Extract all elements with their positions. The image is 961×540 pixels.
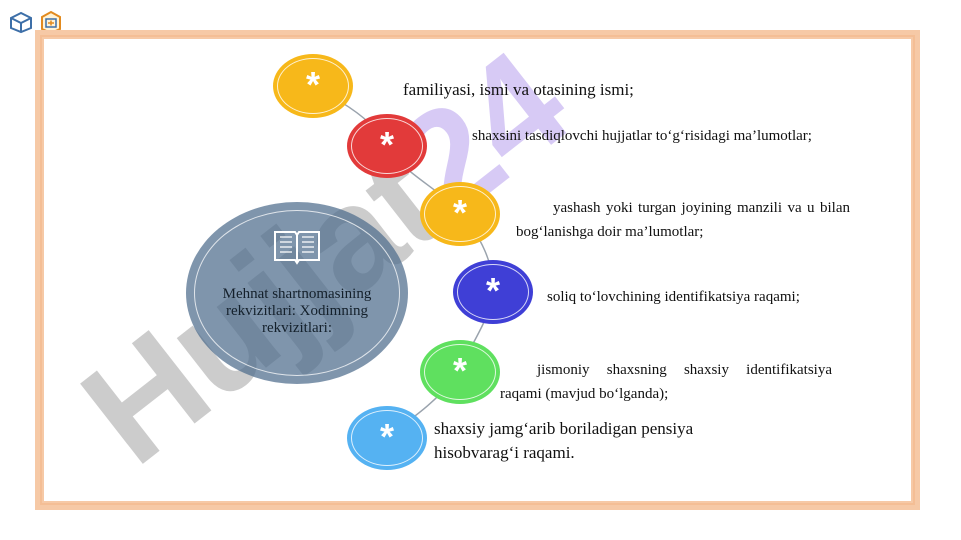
bullet-ring-3 (424, 186, 496, 242)
item-text-2: shaxsini tasdiqlovchi hujjatlar to‘g‘ris… (472, 128, 812, 144)
hub-ring (194, 210, 400, 376)
item-text-6: shaxsiy jamg‘arib boriladigan pensiya hi… (434, 419, 694, 462)
book-icon (274, 231, 320, 265)
hub-title: Mehnat shartnomasining rekvizitlari: Xod… (222, 286, 372, 336)
cube-logo-icon (10, 11, 32, 34)
bullet-dot-2: * (347, 114, 427, 178)
asterisk-icon: * (379, 416, 394, 457)
asterisk-icon: * (452, 192, 467, 233)
asterisk-icon: * (379, 124, 394, 165)
item-text-5: jismoniy shaxsning shaxsiy identifikatsi… (500, 362, 832, 402)
slide-frame (35, 30, 920, 510)
bullet-ring-2 (351, 118, 423, 174)
hub-circle: Mehnat shartnomasining rekvizitlari: Xod… (186, 202, 408, 384)
bullet-ring-5 (424, 344, 496, 400)
bullet-dot-1: * (273, 54, 353, 118)
calculator-logo-icon (41, 10, 61, 34)
bullet-ring-4 (457, 264, 529, 320)
bullet-ring-1 (277, 58, 349, 114)
bullet-dot-5: * (420, 340, 500, 404)
asterisk-icon: * (305, 64, 320, 105)
item-text-3: yashash yoki turgan joyining manzili va … (516, 200, 850, 240)
item-text-4: soliq to‘lovchining identifikatsiya raqa… (547, 289, 800, 305)
item-text-1: familiyasi, ismi va otasining ismi; (403, 80, 634, 99)
logo-group (8, 10, 64, 34)
bullet-ring-6 (351, 410, 423, 466)
bullet-dot-4: * (453, 260, 533, 324)
bullet-dot-3: * (420, 182, 500, 246)
asterisk-icon: * (485, 270, 500, 311)
bullet-dot-6: * (347, 406, 427, 470)
asterisk-icon: * (452, 350, 467, 391)
